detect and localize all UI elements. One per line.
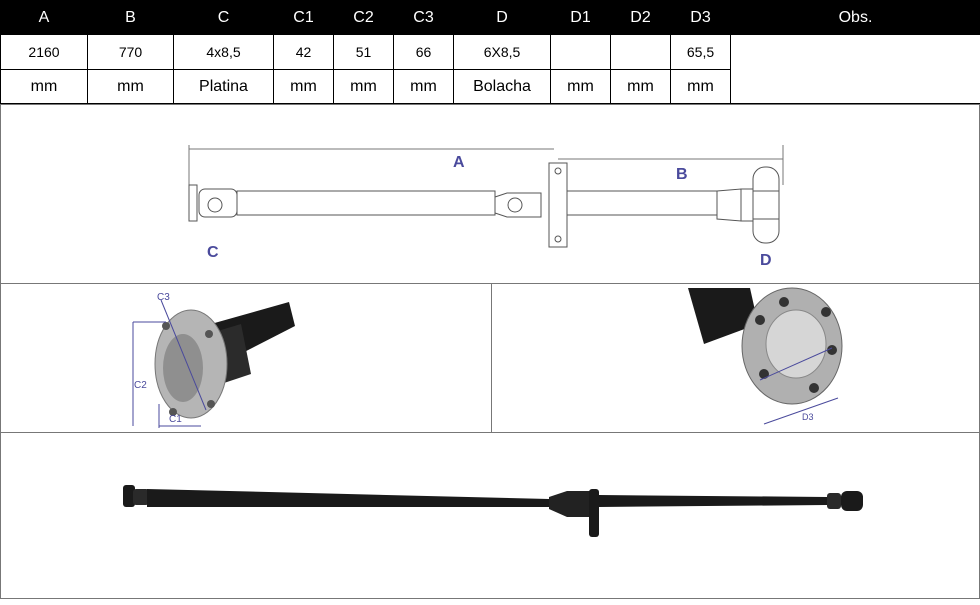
header-d: D xyxy=(454,1,551,35)
unit-d: Bolacha xyxy=(454,70,551,104)
unit-c2: mm xyxy=(334,70,394,104)
unit-c3: mm xyxy=(394,70,454,104)
header-c: C xyxy=(174,1,274,35)
header-d1: D1 xyxy=(551,1,611,35)
unit-c: Platina xyxy=(174,70,274,104)
value-c3: 66 xyxy=(394,35,454,70)
values-row: 2160 770 4x8,5 42 51 66 6X8,5 65,5 xyxy=(1,35,980,70)
unit-b: mm xyxy=(88,70,174,104)
label-d3: D3 xyxy=(802,412,814,422)
header-c1: C1 xyxy=(274,1,334,35)
unit-d2: mm xyxy=(611,70,671,104)
center-bearing-drawing xyxy=(549,163,567,247)
obs-cell xyxy=(731,35,980,104)
unit-d3: mm xyxy=(671,70,731,104)
value-c: 4x8,5 xyxy=(174,35,274,70)
rear-tube-drawing xyxy=(567,191,717,215)
cv-joint-photo: D3 xyxy=(492,284,980,434)
header-c2: C2 xyxy=(334,1,394,35)
label-d: D xyxy=(760,252,772,269)
label-c2: C2 xyxy=(134,380,147,391)
header-obs: Obs. xyxy=(731,1,980,35)
header-b: B xyxy=(88,1,174,35)
unit-c1: mm xyxy=(274,70,334,104)
header-a: A xyxy=(1,1,88,35)
label-c: C xyxy=(207,244,219,261)
full-shaft-photo xyxy=(1,433,980,600)
unit-a: mm xyxy=(1,70,88,104)
center-bearing-photo xyxy=(589,489,599,537)
rear-tube-photo xyxy=(599,495,827,507)
front-tube-drawing xyxy=(237,191,495,215)
value-d2 xyxy=(611,35,671,70)
value-b: 770 xyxy=(88,35,174,70)
full-shaft-panel xyxy=(0,432,980,599)
cv-joint-drawing xyxy=(753,167,779,243)
label-b: B xyxy=(676,166,688,183)
label-c1: C1 xyxy=(169,414,182,425)
value-d: 6X8,5 xyxy=(454,35,551,70)
value-c2: 51 xyxy=(334,35,394,70)
shaft-diagram-panel: A B C D xyxy=(0,104,980,284)
flange-photo-panel: C3 C2 C1 xyxy=(0,283,492,433)
header-row: A B C C1 C2 C3 D D1 D2 D3 Obs. xyxy=(1,1,980,35)
header-d3: D3 xyxy=(671,1,731,35)
value-a: 2160 xyxy=(1,35,88,70)
value-c1: 42 xyxy=(274,35,334,70)
flange-plate-drawing xyxy=(189,185,197,221)
value-d3: 65,5 xyxy=(671,35,731,70)
header-c3: C3 xyxy=(394,1,454,35)
flange-photo: C3 C2 C1 xyxy=(1,284,493,434)
label-c3: C3 xyxy=(157,292,170,303)
shaft-diagram: A B C D xyxy=(1,105,980,285)
unit-d1: mm xyxy=(551,70,611,104)
front-tube-photo xyxy=(147,489,549,507)
cv-joint-photo-panel: D3 xyxy=(491,283,980,433)
spec-table: A B C C1 C2 C3 D D1 D2 D3 Obs. 2160 770 … xyxy=(0,0,980,104)
header-d2: D2 xyxy=(611,1,671,35)
label-a: A xyxy=(453,154,465,171)
value-d1 xyxy=(551,35,611,70)
